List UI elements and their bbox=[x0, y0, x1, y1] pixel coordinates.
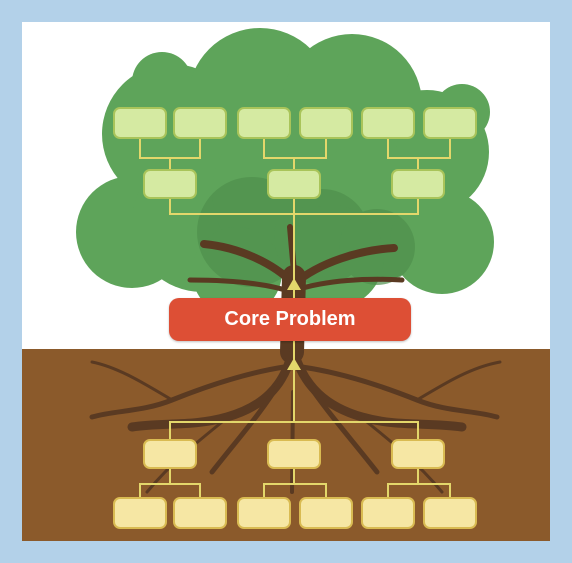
effects-middle-row bbox=[143, 169, 445, 199]
effect-box bbox=[237, 107, 291, 139]
effect-box bbox=[143, 169, 197, 199]
effect-box bbox=[391, 169, 445, 199]
cause-box bbox=[423, 497, 477, 529]
cause-box bbox=[113, 497, 167, 529]
cause-box bbox=[237, 497, 291, 529]
effect-box bbox=[113, 107, 167, 139]
effects-top-row bbox=[113, 107, 477, 139]
causes-arrowhead bbox=[287, 358, 301, 370]
causes-bottom-row bbox=[113, 497, 477, 529]
effect-box bbox=[173, 107, 227, 139]
cause-box bbox=[391, 439, 445, 469]
effect-box bbox=[361, 107, 415, 139]
cause-box bbox=[267, 439, 321, 469]
effect-box bbox=[267, 169, 321, 199]
effect-box bbox=[423, 107, 477, 139]
effects-connectors bbox=[139, 138, 451, 298]
effects-arrowhead bbox=[287, 278, 301, 290]
effect-box bbox=[299, 107, 353, 139]
cause-box bbox=[361, 497, 415, 529]
causes-middle-row bbox=[143, 439, 445, 469]
problem-tree-diagram bbox=[22, 22, 550, 541]
cause-box bbox=[173, 497, 227, 529]
causes-connectors bbox=[139, 341, 451, 498]
diagram-panel: Core Problem bbox=[22, 22, 550, 541]
core-problem-box: Core Problem bbox=[169, 298, 411, 341]
cause-box bbox=[143, 439, 197, 469]
cause-box bbox=[299, 497, 353, 529]
